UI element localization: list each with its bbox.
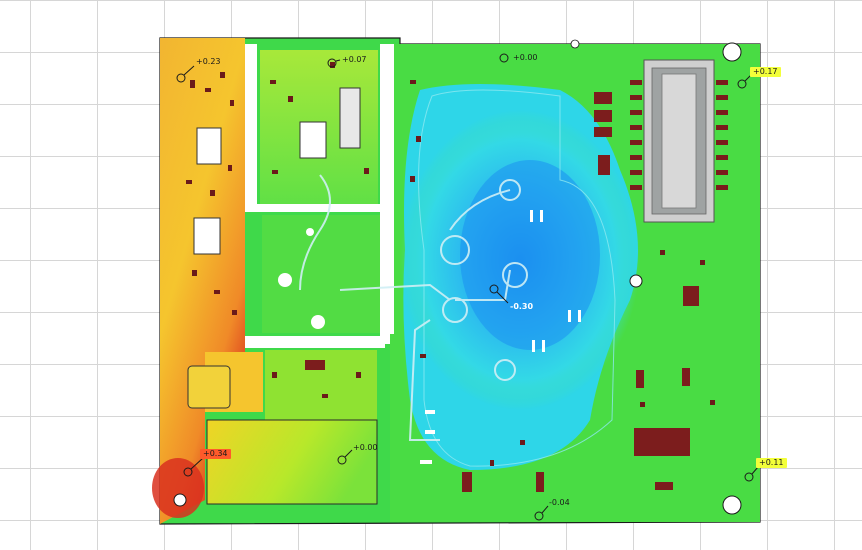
deviation-label-m9[interactable]: +0.11 <box>756 458 787 468</box>
deviation-label-m4[interactable]: +0.17 <box>750 67 781 77</box>
marker-point[interactable] <box>327 58 337 68</box>
silkscreen-marks <box>278 210 643 464</box>
marker-point[interactable] <box>737 79 747 89</box>
marker-point[interactable] <box>534 511 544 521</box>
marker-point[interactable] <box>744 472 754 482</box>
deviation-label-m6[interactable]: +0.34 <box>200 449 231 459</box>
deviation-label-m1[interactable]: +0.23 <box>196 57 221 66</box>
small-parts <box>186 62 715 466</box>
connector-footprint <box>630 59 728 223</box>
deviation-label-m3[interactable]: +0.00 <box>513 53 538 62</box>
marker-point[interactable] <box>489 284 499 294</box>
marker-point[interactable] <box>337 455 347 465</box>
measurement-markers <box>176 53 759 521</box>
marker-point[interactable] <box>183 467 193 477</box>
deviation-label-m2[interactable]: +0.07 <box>342 55 367 64</box>
deviation-label-m7[interactable]: +0.00 <box>353 443 378 452</box>
deviation-label-m8[interactable]: -0.04 <box>549 498 570 507</box>
components <box>187 87 699 492</box>
marker-point[interactable] <box>176 73 186 83</box>
tracks <box>299 174 528 441</box>
marker-point[interactable] <box>499 53 509 63</box>
deviation-label-m5[interactable]: -0.30 <box>510 302 534 311</box>
mounting-holes <box>173 39 742 515</box>
